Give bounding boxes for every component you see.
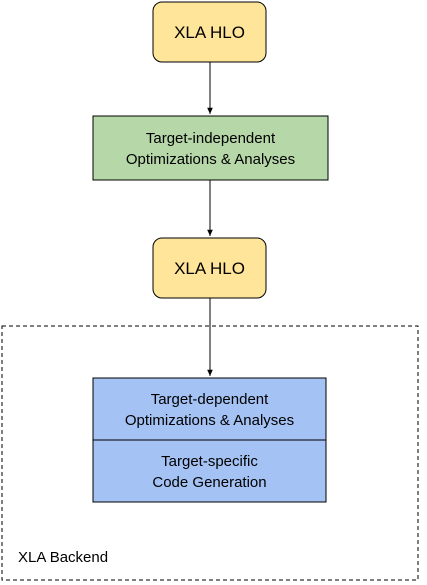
node-xla-hlo-top: XLA HLO	[152, 1, 267, 63]
node-target-specific: Target-specific Code Generation	[92, 439, 327, 503]
node-target-specific-line1: Target-specific	[161, 453, 258, 470]
node-xla-hlo-middle: XLA HLO	[152, 237, 267, 299]
node-target-specific-box	[92, 439, 327, 503]
node-xla-hlo-middle-box	[152, 237, 267, 299]
node-target-specific-line2: Code Generation	[152, 474, 266, 491]
xla-backend-border	[1, 325, 419, 581]
xla-backend-label: XLA Backend	[18, 549, 108, 566]
node-target-independent-line2: Optimizations & Analyses	[126, 151, 295, 168]
node-target-dependent-line1: Target-dependent	[151, 391, 269, 408]
node-xla-hlo-top-box	[152, 1, 267, 63]
node-target-independent-line1: Target-independent	[146, 130, 276, 147]
xla-backend-region: XLA Backend	[1, 325, 419, 581]
node-target-dependent-box	[92, 377, 327, 441]
node-target-dependent-line2: Optimizations & Analyses	[125, 412, 294, 429]
node-target-independent-box	[92, 115, 329, 181]
node-xla-hlo-top-label: XLA HLO	[174, 23, 245, 42]
node-target-independent: Target-independent Optimizations & Analy…	[92, 115, 329, 181]
node-target-dependent: Target-dependent Optimizations & Analyse…	[92, 377, 327, 441]
node-xla-hlo-middle-label: XLA HLO	[174, 259, 245, 278]
